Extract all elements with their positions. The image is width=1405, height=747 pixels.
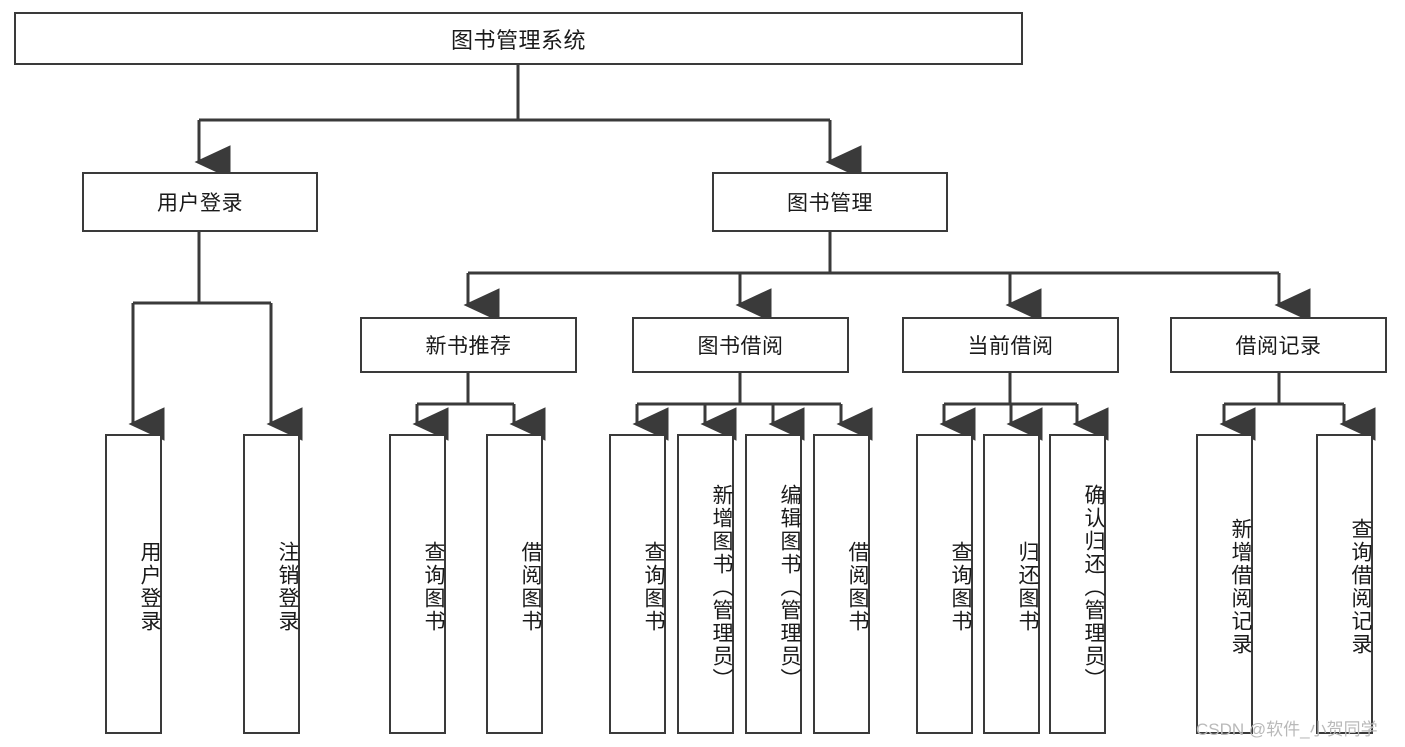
leaf-book-borrow-add[interactable]: 新增图书（管理员） (677, 434, 734, 734)
leaf-book-borrow-borrow[interactable]: 借阅图书 (813, 434, 870, 734)
leaf-borrow-record-add[interactable]: 新增借阅记录 (1196, 434, 1253, 734)
node-new-book-recommend[interactable]: 新书推荐 (360, 317, 577, 373)
node-current-borrow[interactable]: 当前借阅 (902, 317, 1119, 373)
leaf-book-borrow-query[interactable]: 查询图书 (609, 434, 666, 734)
leaf-borrow-record-query[interactable]: 查询借阅记录 (1316, 434, 1373, 734)
leaf-user-login-login[interactable]: 用户登录 (105, 434, 162, 734)
leaf-current-borrow-confirm-return[interactable]: 确认归还（管理员） (1049, 434, 1106, 734)
leaf-book-borrow-edit[interactable]: 编辑图书（管理员） (745, 434, 802, 734)
leaf-current-borrow-return[interactable]: 归还图书 (983, 434, 1040, 734)
watermark-text: CSDN @软件_小贺同学 (1196, 720, 1378, 739)
node-book-borrow[interactable]: 图书借阅 (632, 317, 849, 373)
node-user-login[interactable]: 用户登录 (82, 172, 318, 232)
leaf-user-login-logout[interactable]: 注销登录 (243, 434, 300, 734)
node-book-management[interactable]: 图书管理 (712, 172, 948, 232)
leaf-new-book-query[interactable]: 查询图书 (389, 434, 446, 734)
leaf-current-borrow-query[interactable]: 查询图书 (916, 434, 973, 734)
node-root[interactable]: 图书管理系统 (14, 12, 1023, 65)
leaf-new-book-borrow[interactable]: 借阅图书 (486, 434, 543, 734)
node-borrow-record[interactable]: 借阅记录 (1170, 317, 1387, 373)
